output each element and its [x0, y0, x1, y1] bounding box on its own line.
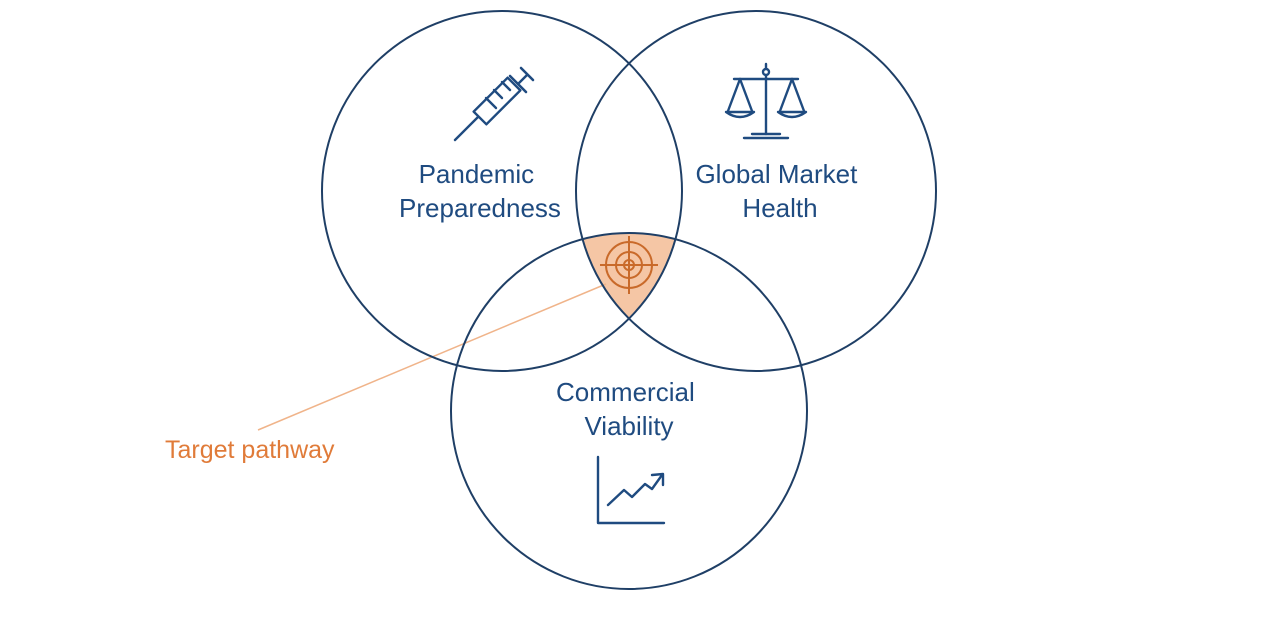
pandemic-preparedness-label: Pandemic Preparedness	[399, 159, 561, 223]
market-label-line-2: Health	[742, 193, 817, 223]
global-market-health-circle	[575, 10, 937, 372]
commercial-viability-circle	[450, 232, 808, 590]
balance-scale-icon	[724, 62, 808, 140]
commercial-viability-label: Commercial Viability	[556, 377, 702, 441]
pandemic-label-line-1: Pandemic	[419, 159, 535, 189]
target-pathway-label: Target pathway	[165, 436, 335, 464]
global-market-health-label: Global Market Health	[695, 159, 864, 223]
target-icon	[600, 236, 658, 294]
pandemic-label-line-2: Preparedness	[399, 193, 561, 223]
commercial-label-line-1: Commercial	[556, 377, 695, 407]
pandemic-preparedness-circle	[321, 10, 683, 372]
market-label-line-1: Global Market	[695, 159, 858, 189]
syringe-icon	[453, 66, 535, 142]
growth-chart-icon	[596, 455, 666, 525]
commercial-label-line-2: Viability	[584, 411, 673, 441]
